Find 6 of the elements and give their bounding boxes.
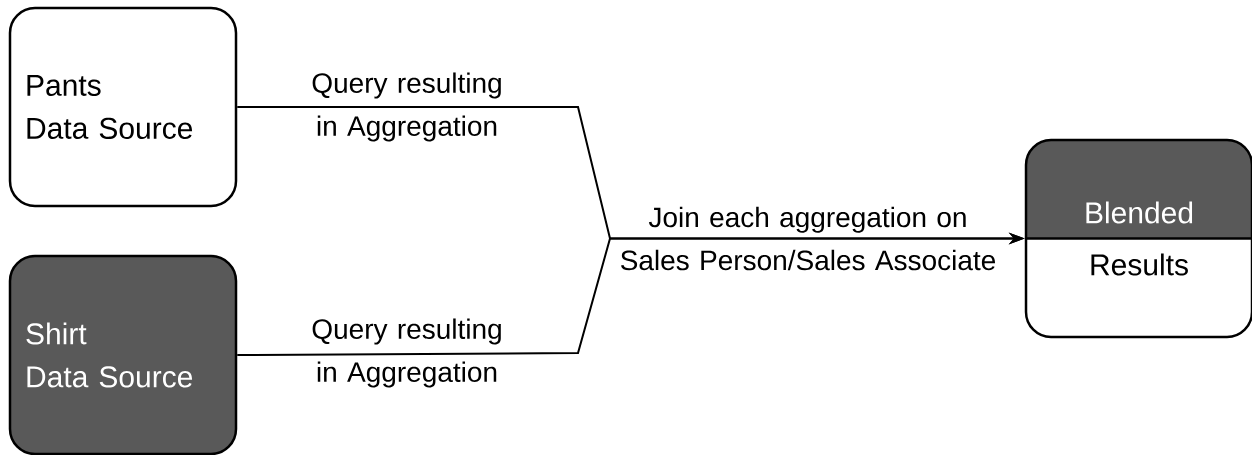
join-note: Join each aggregation on Sales Person/Sales Associate (620, 206, 995, 271)
edge-label: Query resulting in Aggregation (312, 318, 501, 388)
result-box: Blended Results (1024, 138, 1252, 339)
data-source-box: Pants Data Source (8, 6, 238, 208)
edge-label: Query resulting in Aggregation (312, 72, 501, 142)
data-source-box: Shirt Data Source (8, 254, 238, 455)
